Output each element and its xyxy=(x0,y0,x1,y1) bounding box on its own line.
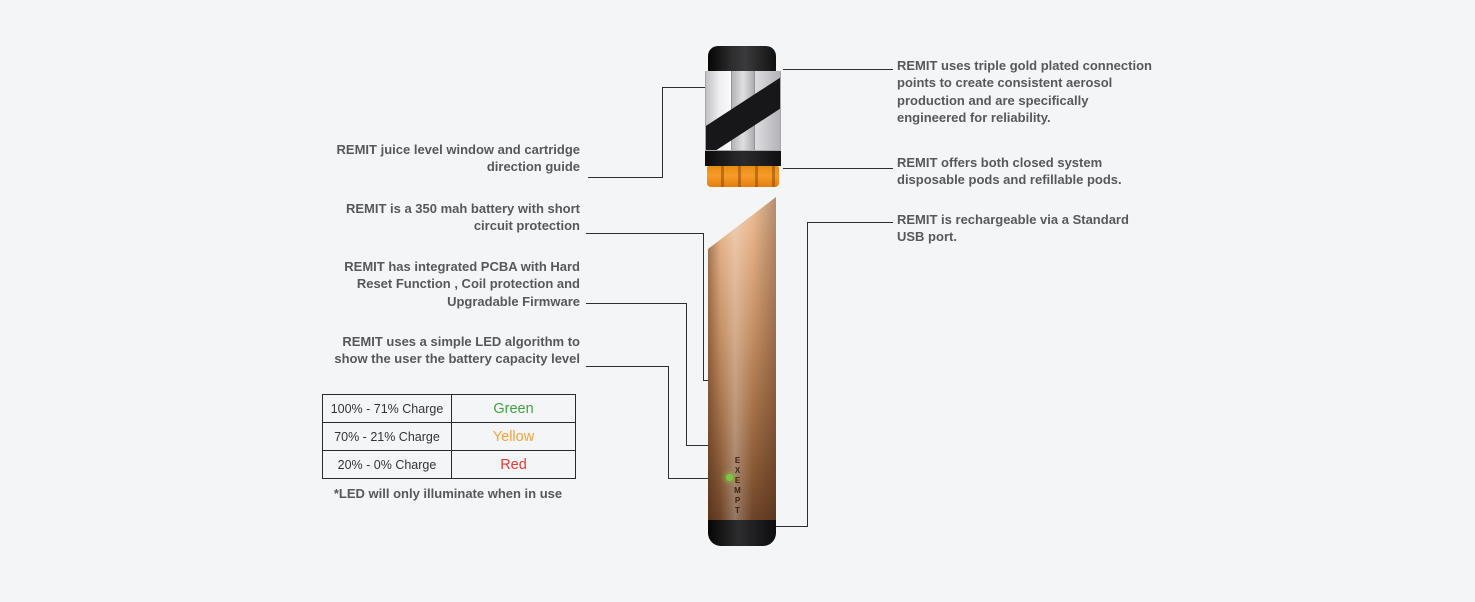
connector-line xyxy=(807,222,808,526)
battery-level-table: 100% - 71% Charge Green 70% - 21% Charge… xyxy=(322,394,576,479)
charge-color-cell: Yellow xyxy=(451,422,576,451)
connector-line xyxy=(783,69,893,70)
annotation-pod-types: REMIT offers both closed system disposab… xyxy=(897,155,1122,188)
battery-bottom-cap xyxy=(708,520,776,546)
connector-line xyxy=(703,233,704,381)
annotation-pcba: REMIT has integrated PCBA with Hard Rese… xyxy=(344,259,580,309)
pod-juice-window xyxy=(705,71,781,151)
connector-line xyxy=(668,366,669,479)
connector-line xyxy=(772,526,808,527)
connector-line xyxy=(668,478,729,479)
connector-line xyxy=(807,222,893,223)
connector-line xyxy=(662,87,706,88)
pod-mouthpiece xyxy=(708,46,776,73)
charge-range-cell: 100% - 71% Charge xyxy=(322,394,452,423)
charge-color-cell: Green xyxy=(451,394,576,423)
charge-color-cell: Red xyxy=(451,450,576,479)
annotation-gold-contacts: REMIT uses triple gold plated connection… xyxy=(897,58,1152,125)
led-footnote: *LED will only illuminate when in use xyxy=(333,486,563,501)
table-row: 100% - 71% Charge Green xyxy=(322,394,576,423)
connector-line xyxy=(783,168,893,169)
connector-line xyxy=(588,177,662,178)
annotation-battery: REMIT is a 350 mah battery with short ci… xyxy=(345,201,580,234)
table-row: 70% - 21% Charge Yellow xyxy=(322,422,576,451)
charge-range-cell: 70% - 21% Charge xyxy=(322,422,452,451)
pod-black-band xyxy=(705,151,781,166)
battery-body xyxy=(708,197,776,522)
pod-gold-contacts xyxy=(707,166,779,187)
charge-range-cell: 20% - 0% Charge xyxy=(322,450,452,479)
connector-line xyxy=(586,366,668,367)
connector-line xyxy=(686,303,687,446)
connector-line xyxy=(662,87,663,178)
annotation-led-algorithm: REMIT uses a simple LED algorithm to sho… xyxy=(334,334,580,367)
led-indicator xyxy=(726,474,733,481)
table-row: 20% - 0% Charge Red xyxy=(322,450,576,479)
connector-line xyxy=(686,445,717,446)
brand-logo: EXEMPT xyxy=(733,456,742,516)
connector-line xyxy=(586,233,703,234)
annotation-juice-window: REMIT juice level window and cartridge d… xyxy=(336,142,580,175)
annotation-usb-charging: REMIT is rechargeable via a Standard USB… xyxy=(897,212,1129,245)
connector-line xyxy=(586,303,686,304)
